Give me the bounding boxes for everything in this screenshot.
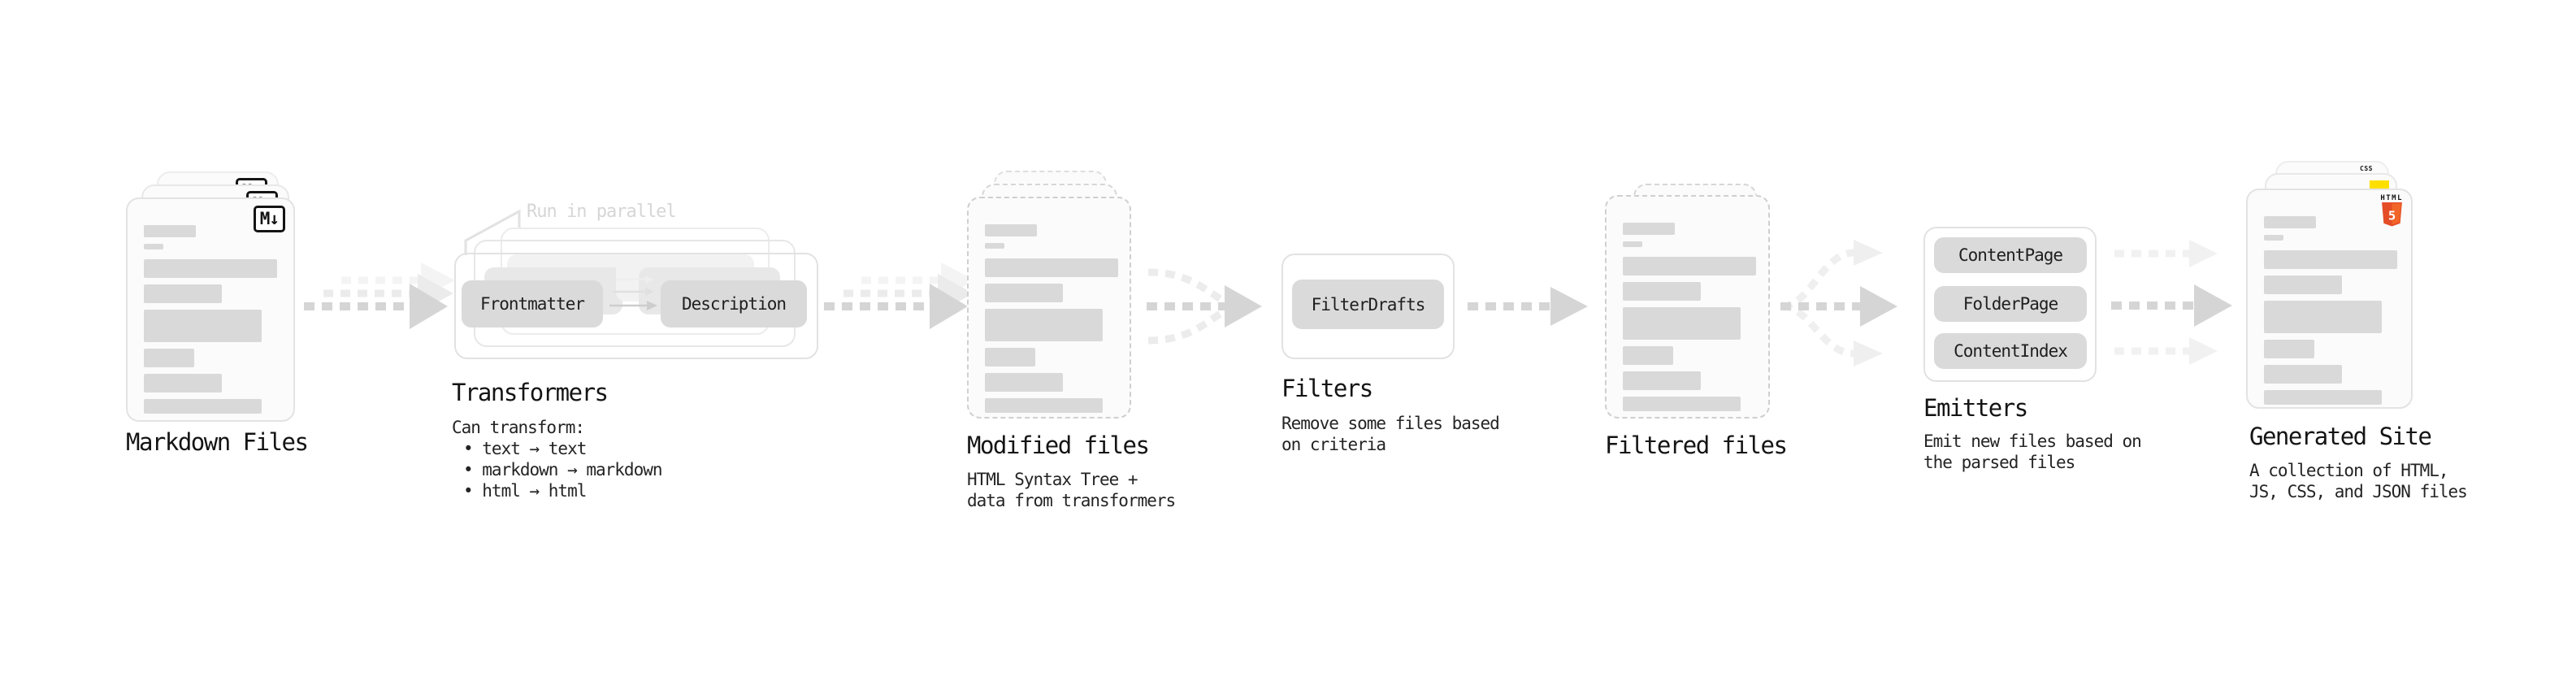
transformer-description-chip: Description: [661, 280, 807, 327]
stage-title-transformers: Transformers: [452, 379, 609, 406]
filters-caption: Remove some files based: [1281, 414, 1500, 433]
generated-site-caption: JS, CSS, and JSON files: [2249, 482, 2468, 501]
file-skeleton: [1607, 197, 1768, 411]
stage-title-filters: Filters: [1281, 375, 1373, 402]
transformer-box: [454, 253, 818, 359]
skeleton-bar: [2264, 235, 2283, 241]
modified-files-caption: HTML Syntax Tree +: [967, 470, 1138, 489]
skeleton-bar: [2264, 275, 2342, 294]
emitters-caption: Emit new files based on: [1923, 432, 2142, 451]
transformers-caption: Can transform:: [452, 418, 585, 437]
file-skeleton: [2248, 190, 2411, 405]
skeleton-bar: [985, 284, 1063, 302]
skeleton-bar: [985, 348, 1035, 367]
skeleton-bar: [1623, 307, 1741, 340]
skeleton-bar: [1623, 223, 1675, 235]
filter-drafts-chip: FilterDrafts: [1292, 280, 1444, 329]
flow-arrow-modified-to-filters: [1147, 268, 1262, 345]
emitter-contentpage-chip: ContentPage: [1934, 237, 2087, 273]
callout-line: [464, 209, 521, 255]
flow-arrow-transformers-to-modified: [824, 262, 975, 329]
markdown-file-card: M↓: [126, 197, 295, 422]
skeleton-bar: [985, 224, 1037, 236]
transformer-frontmatter-chip: Frontmatter: [462, 280, 603, 327]
parallel-arrows: [609, 275, 657, 310]
stage-title-markdown-files: Markdown Files: [126, 428, 309, 456]
transformers-bullet: • html → html: [463, 481, 587, 501]
stage-title-filtered-files: Filtered files: [1605, 432, 1788, 459]
skeleton-bar: [985, 398, 1103, 413]
emitters-caption: the parsed files: [1923, 453, 2075, 472]
generated-site-caption: A collection of HTML,: [2249, 461, 2449, 480]
skeleton-bar: [985, 373, 1063, 392]
skeleton-bar: [144, 374, 222, 393]
emitter-contentindex-chip: ContentIndex: [1934, 333, 2087, 369]
modified-file-card: [967, 197, 1131, 419]
skeleton-bar: [144, 399, 262, 414]
stage-title-generated-site: Generated Site: [2249, 423, 2432, 450]
skeleton-bar: [144, 349, 194, 367]
transformers-bullet: • text → text: [463, 439, 587, 458]
modified-files-caption: data from transformers: [967, 491, 1176, 510]
skeleton-bar: [1623, 397, 1741, 411]
skeleton-bar: [144, 310, 262, 342]
flow-arrows-emitters-to-generated: [2111, 240, 2232, 365]
markdown-icon: M↓: [253, 206, 285, 232]
file-skeleton: [128, 199, 293, 414]
stage-title-emitters: Emitters: [1923, 394, 2028, 422]
skeleton-bar: [144, 284, 222, 303]
skeleton-bar: [2264, 216, 2316, 228]
skeleton-bar: [2264, 250, 2397, 269]
generated-html-file-card: HTML 5: [2246, 189, 2413, 409]
skeleton-bar: [144, 225, 196, 237]
skeleton-bar: [2264, 390, 2382, 405]
flow-arrow-filtered-to-emitters: [1780, 240, 1897, 367]
stage-title-modified-files: Modified files: [967, 432, 1150, 459]
skeleton-bar: [144, 259, 277, 278]
skeleton-bar: [985, 309, 1103, 341]
flow-arrow-markdown-to-transformers: [304, 262, 455, 329]
filtered-file-card: [1605, 195, 1770, 419]
skeleton-bar: [985, 243, 1004, 249]
filters-caption: on criteria: [1281, 435, 1386, 454]
skeleton-bar: [144, 244, 163, 249]
run-in-parallel-note: Run in parallel: [527, 202, 677, 222]
html5-icon: HTML 5: [2380, 194, 2403, 228]
skeleton-bar: [2264, 365, 2342, 384]
skeleton-bar: [1623, 257, 1756, 275]
skeleton-bar: [2264, 301, 2382, 333]
skeleton-bar: [1623, 346, 1673, 365]
transformers-bullet: • markdown → markdown: [463, 460, 663, 479]
file-skeleton: [969, 198, 1130, 413]
skeleton-bar: [2264, 340, 2314, 358]
skeleton-bar: [1623, 241, 1642, 247]
skeleton-bar: [1623, 282, 1701, 301]
svg-text:5: 5: [2387, 209, 2395, 223]
emitter-folderpage-chip: FolderPage: [1934, 286, 2087, 322]
flow-arrow-filters-to-filtered: [1468, 287, 1588, 326]
skeleton-bar: [1623, 371, 1701, 390]
skeleton-bar: [985, 258, 1118, 277]
